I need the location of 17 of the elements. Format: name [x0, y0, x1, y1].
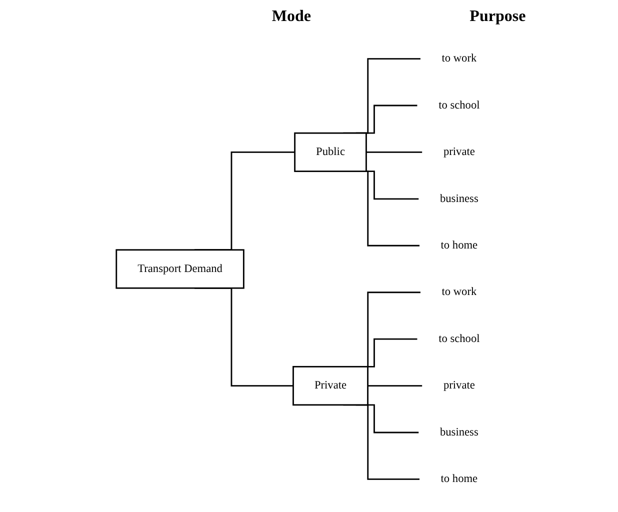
node-text: to school	[438, 99, 480, 112]
connector	[368, 385, 422, 386]
node-text: to school	[438, 332, 480, 345]
node-text: business	[440, 426, 479, 438]
node-text: to home	[441, 472, 478, 485]
column-heading: Mode	[272, 8, 312, 26]
node-text: to home	[441, 239, 478, 252]
node-text: to work	[442, 286, 477, 298]
node-text: private	[444, 146, 476, 158]
node-box: Private	[292, 366, 369, 406]
connector	[366, 152, 422, 153]
column-heading: Purpose	[470, 8, 526, 26]
node-text: business	[440, 192, 479, 205]
node-text: private	[444, 379, 476, 392]
node-box: Transport Demand	[116, 249, 245, 289]
node-text: to work	[442, 52, 477, 64]
node-box: Public	[294, 132, 368, 172]
